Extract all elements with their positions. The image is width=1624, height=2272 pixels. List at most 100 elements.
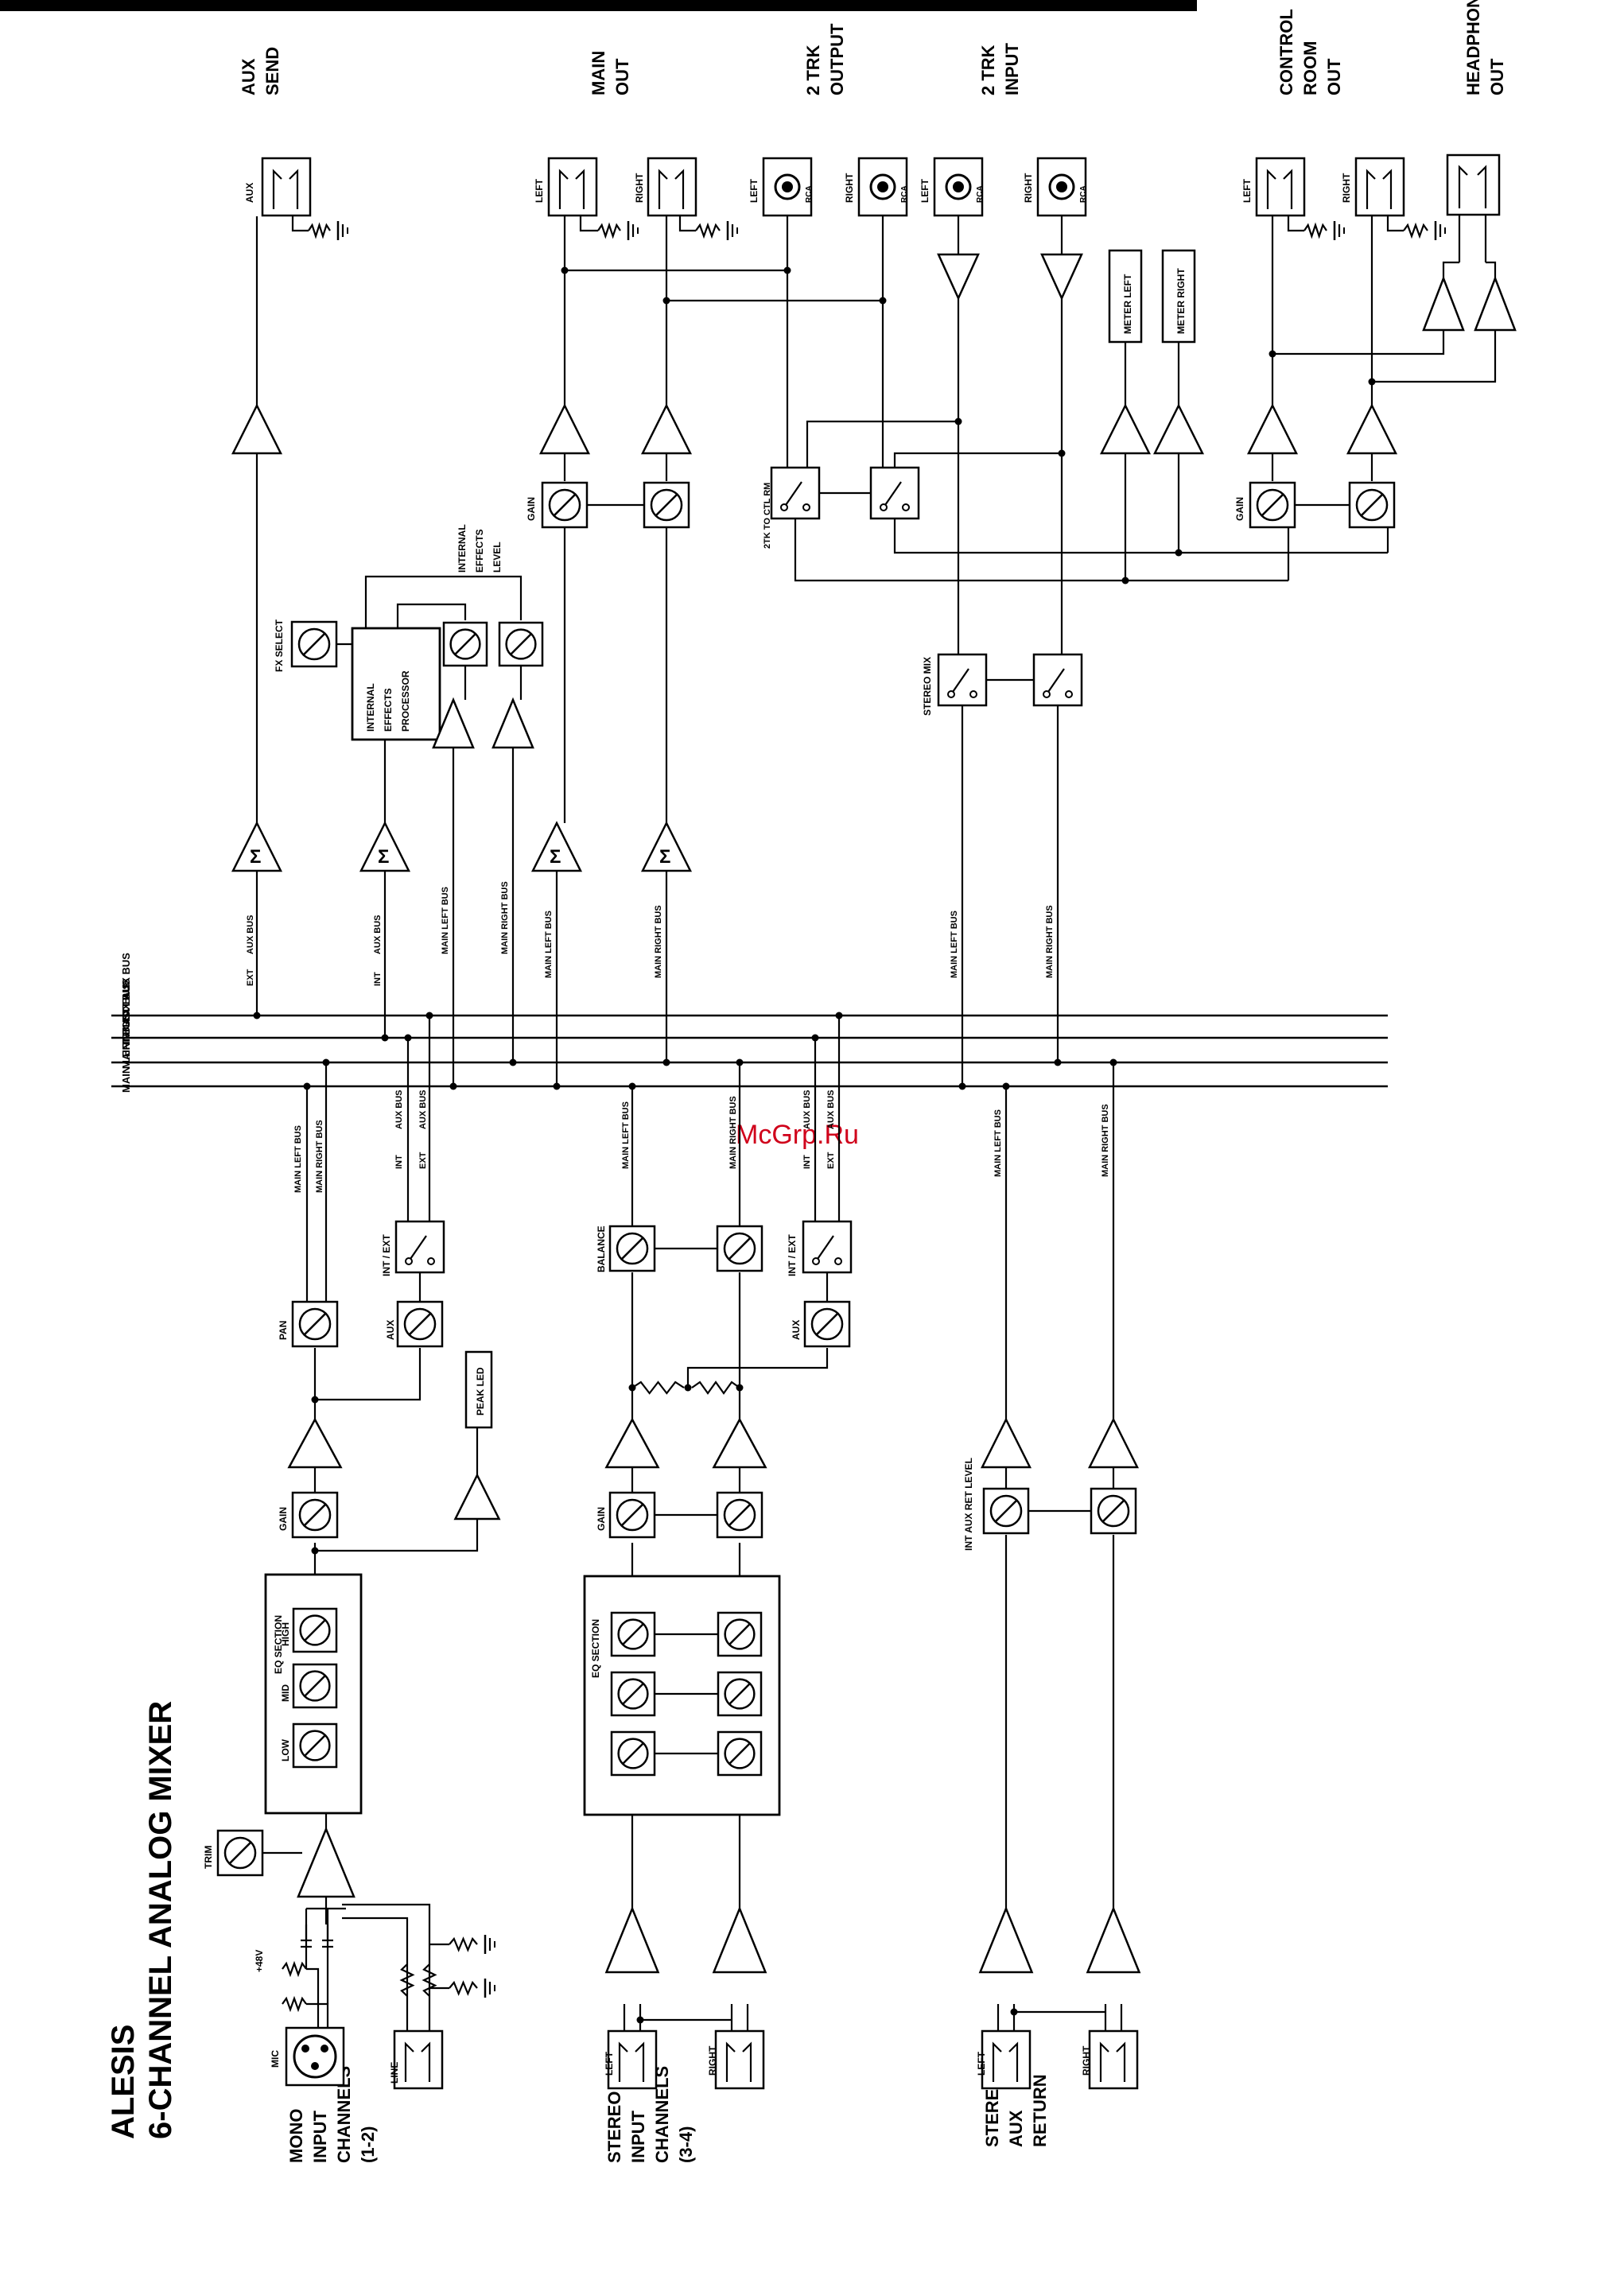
hp-feed xyxy=(1372,330,1497,383)
switch-box xyxy=(802,1220,853,1274)
fx-level-label-line-0: INTERNAL xyxy=(457,524,468,573)
knob-circle xyxy=(616,1498,649,1532)
gnd-wire xyxy=(678,215,696,232)
fx-select-label: FX SELECT xyxy=(274,619,285,672)
trk-to-ctl-label: 2TK TO CTL RM xyxy=(763,483,772,549)
amp-triangle xyxy=(1086,1905,1141,1974)
amp-triangle xyxy=(604,1417,660,1469)
knob-pointer xyxy=(304,1675,326,1697)
trk-to-ctl-switch-left xyxy=(770,466,821,520)
trk-ctl-wire xyxy=(806,420,958,469)
junction-dot xyxy=(1109,1058,1117,1066)
knob-pointer xyxy=(655,493,678,517)
amp-triangle xyxy=(287,1417,343,1469)
switch-contact xyxy=(802,503,810,511)
switch-box xyxy=(394,1220,445,1274)
jack-sleeve xyxy=(289,169,299,209)
knob-pointer xyxy=(1101,1499,1125,1523)
rca-ring xyxy=(774,173,801,200)
aux-out-amp-right xyxy=(1087,1417,1140,1469)
meter-right-label: METER RIGHT xyxy=(1175,268,1187,334)
headphone-label-line-1: OUT xyxy=(1487,58,1507,95)
jack-box xyxy=(714,2029,765,2090)
junction-dot xyxy=(1175,549,1183,557)
jack-sleeve xyxy=(635,2041,645,2082)
jack-sleeve xyxy=(1283,169,1293,209)
hp-feed xyxy=(1272,330,1445,355)
gain-label: GAIN xyxy=(278,1507,289,1531)
knob-pointer xyxy=(622,1623,644,1645)
trk-in-amp-left xyxy=(937,253,980,301)
knob-circle xyxy=(1097,1494,1130,1528)
jack-sleeve xyxy=(674,169,685,209)
knob-pointer xyxy=(1261,493,1284,517)
knob-circle xyxy=(1355,488,1389,522)
control-room-label-line-1: ROOM xyxy=(1300,41,1320,95)
gnd-wire xyxy=(579,215,598,232)
cr-right-label: RIGHT xyxy=(1341,173,1352,203)
trk-out-left-rca xyxy=(762,157,813,217)
jack-box xyxy=(1255,157,1306,217)
mic-wire xyxy=(306,2002,329,2028)
junction-dot xyxy=(425,1012,433,1019)
gain-knob xyxy=(291,1491,339,1539)
stereo-left-amp xyxy=(604,1905,660,1974)
bus-label-main-left: MAIN LEFT BUS xyxy=(120,1012,132,1093)
junction-dot xyxy=(1002,1082,1010,1090)
trk-in-right-rca xyxy=(1036,157,1087,217)
junction-dot xyxy=(835,1012,843,1019)
jack-box xyxy=(981,2029,1032,2090)
eq-low-label: LOW xyxy=(280,1738,291,1761)
knob-pointer xyxy=(728,1683,751,1705)
switch-contact xyxy=(780,503,788,511)
sum-res xyxy=(631,1381,685,1395)
junction-dot xyxy=(958,1082,966,1090)
int-ext-switch xyxy=(394,1220,445,1274)
cr-res xyxy=(1303,222,1327,239)
headphone-amp-right xyxy=(1474,275,1517,332)
hp-wire xyxy=(1442,261,1459,282)
amp-triangle xyxy=(491,697,534,749)
stereo-int-ext-switch xyxy=(802,1220,853,1274)
stereo-ext-label: EXT xyxy=(826,1152,836,1169)
channel-amp xyxy=(287,1417,343,1469)
main-gain-left xyxy=(541,481,589,529)
aux-send-label-line-1: SEND xyxy=(262,47,282,95)
switch-contact xyxy=(880,503,888,511)
knob-pointer xyxy=(622,1683,644,1705)
effects-label-line-1: EFFECTS xyxy=(383,688,394,732)
title-model: 6-CHANNEL ANALOG MIXER xyxy=(143,1701,178,2139)
switch-contact xyxy=(969,690,977,698)
aux-left-label: LEFT xyxy=(976,2051,987,2076)
mic-xlr-ring xyxy=(293,2034,337,2079)
knob-circle xyxy=(650,488,683,522)
watermark-text: McGrp.Ru xyxy=(736,1120,859,1150)
switch-contact xyxy=(405,1257,413,1265)
knob-pointer xyxy=(454,633,476,655)
knob-pointer xyxy=(304,1734,326,1757)
switch-contact xyxy=(1043,690,1051,698)
knob-circle xyxy=(505,628,537,660)
headphone-label-line-0: HEADPHONE xyxy=(1463,0,1483,95)
switch-contact xyxy=(947,690,955,698)
junction-dot xyxy=(303,1082,311,1090)
mic-xlr-pin xyxy=(301,2045,309,2053)
knob-pointer xyxy=(622,1742,644,1765)
gnd-wire xyxy=(1287,215,1304,232)
knob-circle xyxy=(810,1307,844,1341)
trk-in-rca-2: RCA xyxy=(1079,185,1088,203)
pan-label: PAN xyxy=(278,1321,289,1340)
knob-circle xyxy=(989,1494,1023,1528)
main-out-amp-left xyxy=(538,403,591,455)
out-res xyxy=(597,222,621,239)
mono-section-label-line-1: INPUT xyxy=(310,2110,330,2163)
trk-to-ctl-switch-right xyxy=(869,466,920,520)
stereo-left-bus-label: MAIN LEFT BUS xyxy=(621,1101,631,1169)
knob-circle xyxy=(299,1670,331,1702)
jack-box xyxy=(1354,157,1405,217)
knob-pointer xyxy=(1360,493,1384,517)
switch-contact xyxy=(1065,690,1073,698)
knob-circle xyxy=(223,1836,257,1870)
aux-return-level-label: INT AUX RET LEVEL xyxy=(963,1458,974,1551)
